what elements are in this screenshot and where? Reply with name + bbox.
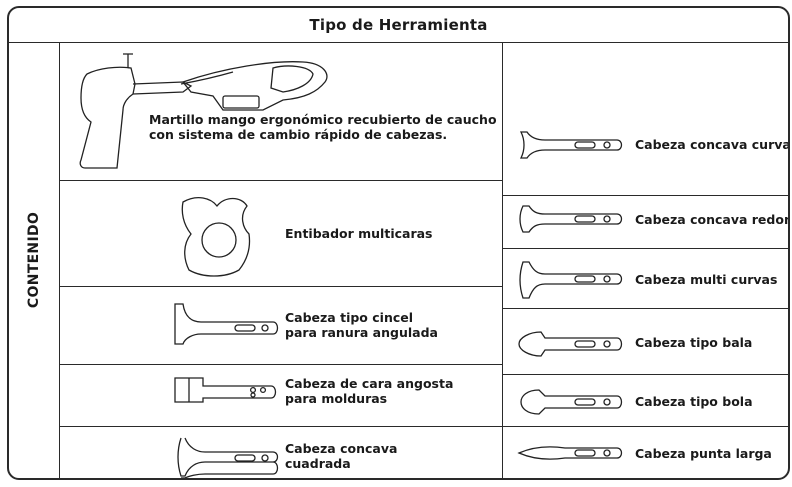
narrow-label-line1: Cabeza de cara angosta	[285, 376, 454, 391]
hammer-label-line1: Martillo mango ergonómico recubierto de …	[149, 112, 497, 127]
hammer-label-line2: con sistema de cambio rápido de cabezas.	[149, 127, 448, 142]
table-title: Tipo de Herramienta	[309, 16, 488, 34]
multi-face-dolly-icon	[181, 196, 251, 277]
row-divider	[59, 286, 502, 287]
row-divider	[502, 248, 788, 249]
dolly-label: Entibador multicaras	[285, 226, 433, 241]
multi-curve-head-icon	[519, 261, 623, 299]
hammer-icon	[79, 53, 328, 169]
row-divider	[502, 374, 788, 375]
long-point-head-icon	[517, 446, 623, 460]
ball-label: Cabeza tipo bola	[635, 394, 753, 409]
narrow-face-head-icon	[174, 377, 277, 403]
concave-square-head-icon	[177, 437, 279, 478]
row-divider	[59, 364, 502, 365]
multi-curve-label: Cabeza multi curvas	[635, 272, 778, 287]
chisel-label-line1: Cabeza tipo cincel	[285, 310, 414, 325]
concave-curved-label: Cabeza concava curvada	[635, 137, 790, 152]
chisel-label-line2: para ranura angulada	[285, 325, 438, 340]
side-label: CONTENIDO	[26, 211, 42, 309]
ball-head-icon	[520, 389, 623, 415]
table-header: Tipo de Herramienta	[9, 8, 788, 43]
row-divider	[59, 426, 502, 427]
chisel-head-icon	[174, 303, 279, 345]
row-divider	[502, 308, 788, 309]
concave-round-head-icon	[519, 205, 623, 233]
concave-square-label-line2: cuadrada	[285, 456, 351, 471]
row-divider	[59, 180, 502, 181]
tool-table: Tipo de Herramienta CONTENIDO Martillo m…	[7, 6, 790, 480]
row-divider	[502, 195, 788, 196]
bullet-label: Cabeza tipo bala	[635, 335, 753, 350]
bullet-head-icon	[518, 331, 623, 357]
column-divider	[502, 42, 503, 478]
row-divider	[502, 426, 788, 427]
narrow-label-line2: para molduras	[285, 391, 388, 406]
side-column: CONTENIDO	[9, 42, 60, 478]
concave-round-label: Cabeza concava redonda	[635, 212, 788, 227]
concave-square-label-line1: Cabeza concava	[285, 441, 398, 456]
concave-curved-head-icon	[519, 131, 623, 159]
long-point-label: Cabeza punta larga	[635, 446, 772, 461]
